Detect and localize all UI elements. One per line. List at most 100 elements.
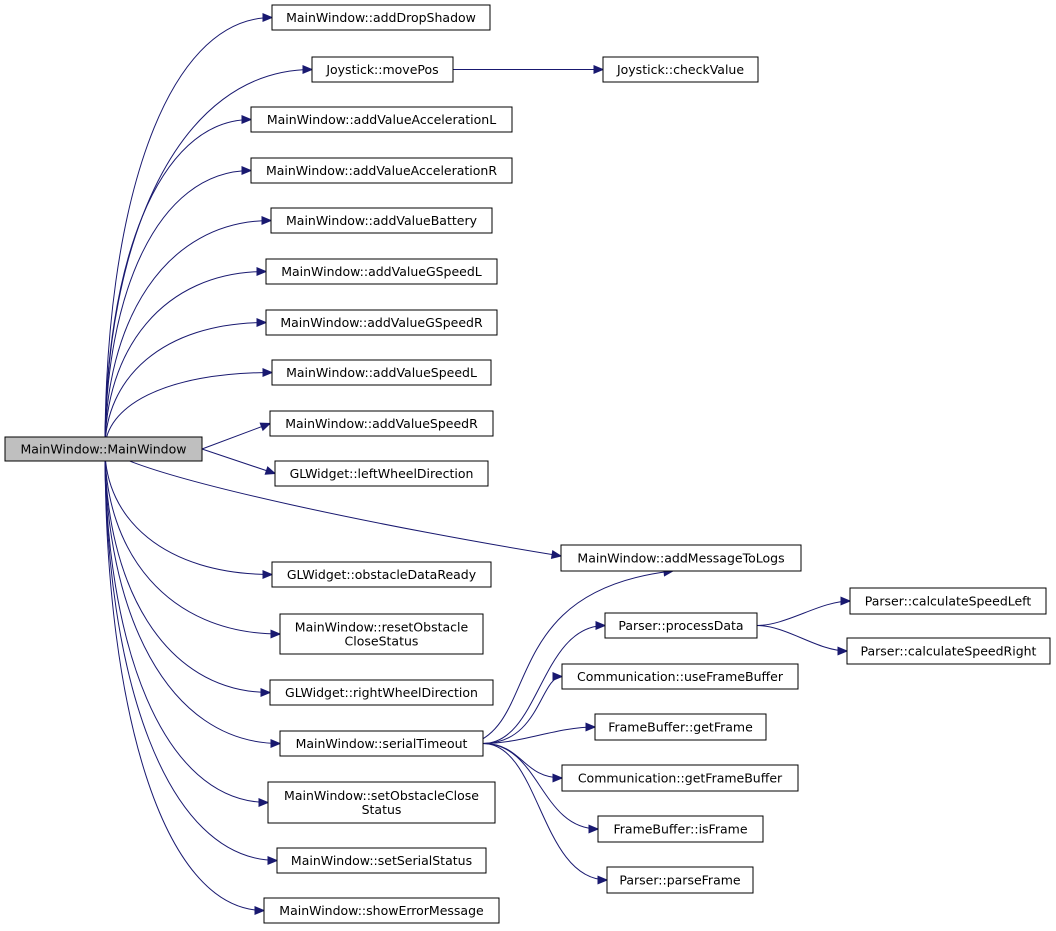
node-label: Communication::getFrameBuffer: [578, 771, 783, 786]
node-label: Joystick::movePos: [325, 62, 438, 77]
node-box: [602, 56, 759, 83]
edge-n0-n8: [104, 317, 268, 450]
node-label: MainWindow::showErrorMessage: [279, 903, 484, 918]
node-box: [311, 56, 454, 83]
node-n23[interactable]: Communication::useFrameBuffer: [561, 663, 799, 690]
edge-n0-n19: [104, 448, 266, 916]
node-label: Joystick::checkValue: [616, 62, 744, 77]
edge-n0-n1: [104, 12, 274, 450]
node-label: FrameBuffer::getFrame: [608, 720, 753, 735]
node-n19[interactable]: MainWindow::showErrorMessage: [263, 897, 500, 924]
node-n24[interactable]: FrameBuffer::getFrame: [594, 713, 767, 741]
node-label: MainWindow::addValueSpeedL: [286, 365, 477, 380]
arrow-head-icon: [552, 671, 564, 682]
node-n8[interactable]: MainWindow::addValueGSpeedR: [265, 309, 498, 336]
edge-n0-n6: [104, 215, 273, 450]
node-label: MainWindow::addValueAccelerationL: [267, 112, 496, 127]
node-label: CloseStatus: [345, 634, 419, 649]
node-box: [270, 207, 493, 234]
node-box: [271, 561, 492, 588]
arrow-head-icon: [552, 773, 564, 783]
arrow-head-icon: [588, 824, 600, 834]
edge-n0-n11: [201, 448, 277, 475]
node-n7[interactable]: MainWindow::addValueGSpeedL: [265, 258, 498, 285]
node-n11[interactable]: GLWidget::leftWheelDirection: [274, 460, 489, 487]
node-n6[interactable]: MainWindow::addValueBattery: [270, 207, 493, 234]
node-n5[interactable]: MainWindow::addValueAccelerationR: [250, 157, 513, 184]
arrow-head-icon: [302, 64, 314, 75]
node-box: [561, 764, 799, 792]
node-label: MainWindow::addValueAccelerationR: [266, 163, 497, 178]
arrow-head-icon: [256, 317, 268, 328]
node-box: [849, 587, 1047, 615]
edge-n0-n5: [104, 165, 253, 450]
edge-line: [104, 448, 281, 744]
node-n21[interactable]: Parser::calculateSpeedLeft: [849, 587, 1047, 615]
node-n2[interactable]: Joystick::movePos: [311, 56, 454, 83]
node-n10[interactable]: MainWindow::addValueSpeedR: [269, 410, 494, 437]
edge-n16-n20: [482, 620, 607, 744]
node-n16[interactable]: MainWindow::serialTimeout: [279, 730, 484, 757]
arrow-head-icon: [260, 687, 272, 698]
arrow-head-icon: [241, 165, 253, 176]
edge-line: [104, 448, 273, 575]
node-box: [560, 544, 802, 572]
node-n12[interactable]: MainWindow::addMessageToLogs: [560, 544, 802, 572]
arrow-head-icon: [259, 422, 272, 432]
node-n0[interactable]: MainWindow::MainWindow: [4, 436, 203, 462]
arrow-head-icon: [262, 12, 274, 23]
node-label: Parser::parseFrame: [619, 873, 741, 888]
edge-line: [482, 743, 599, 830]
arrow-head-icon: [267, 855, 279, 866]
node-box: [271, 4, 491, 31]
arrow-head-icon: [256, 266, 268, 277]
arrow-head-icon: [837, 646, 849, 656]
node-label: Parser::processData: [618, 618, 743, 633]
edge-n0-n14: [104, 448, 282, 639]
node-box: [271, 359, 492, 386]
node-n9[interactable]: MainWindow::addValueSpeedL: [271, 359, 492, 386]
edge-line: [201, 448, 276, 474]
edge-n0-n16: [104, 448, 282, 749]
node-n22[interactable]: Parser::calculateSpeedRight: [846, 637, 1051, 665]
edge-line: [104, 17, 273, 450]
edge-line: [104, 448, 278, 861]
edge-n16-n27: [482, 743, 609, 885]
node-label: MainWindow::resetObstacle: [295, 620, 469, 635]
edge-line: [756, 625, 848, 652]
edge-n0-n17: [104, 448, 270, 808]
arrow-head-icon: [264, 466, 277, 475]
arrow-head-icon: [585, 722, 597, 732]
arrow-head-icon: [597, 875, 609, 885]
node-label: MainWindow::setObstacleClose: [284, 788, 479, 803]
node-n20[interactable]: Parser::processData: [604, 612, 758, 639]
node-n3[interactable]: Joystick::checkValue: [602, 56, 759, 83]
node-box: [267, 781, 496, 824]
node-n26[interactable]: FrameBuffer::isFrame: [597, 815, 764, 843]
edge-line: [482, 743, 608, 881]
node-n15[interactable]: GLWidget::rightWheelDirection: [269, 679, 494, 706]
node-n4[interactable]: MainWindow::addValueAccelerationL: [250, 106, 513, 133]
node-box: [250, 157, 513, 184]
edges-layer: [104, 12, 852, 916]
node-n25[interactable]: Communication::getFrameBuffer: [561, 764, 799, 792]
node-label: Status: [362, 802, 402, 817]
node-n13[interactable]: GLWidget::obstacleDataReady: [271, 561, 492, 588]
edge-line: [104, 448, 265, 911]
node-label: GLWidget::leftWheelDirection: [290, 466, 474, 481]
node-box: [846, 637, 1051, 665]
arrow-head-icon: [258, 797, 270, 808]
node-n27[interactable]: Parser::parseFrame: [606, 866, 754, 894]
node-n1[interactable]: MainWindow::addDropShadow: [271, 4, 491, 31]
edge-line: [482, 625, 606, 744]
node-box: [265, 309, 498, 336]
edge-n0-n9: [104, 367, 274, 450]
node-box: [606, 866, 754, 894]
edge-line: [104, 271, 267, 450]
arrow-head-icon: [270, 738, 282, 749]
node-n18[interactable]: MainWindow::setSerialStatus: [276, 847, 487, 874]
node-label: GLWidget::rightWheelDirection: [285, 685, 478, 700]
edge-n16-n23: [482, 671, 564, 744]
